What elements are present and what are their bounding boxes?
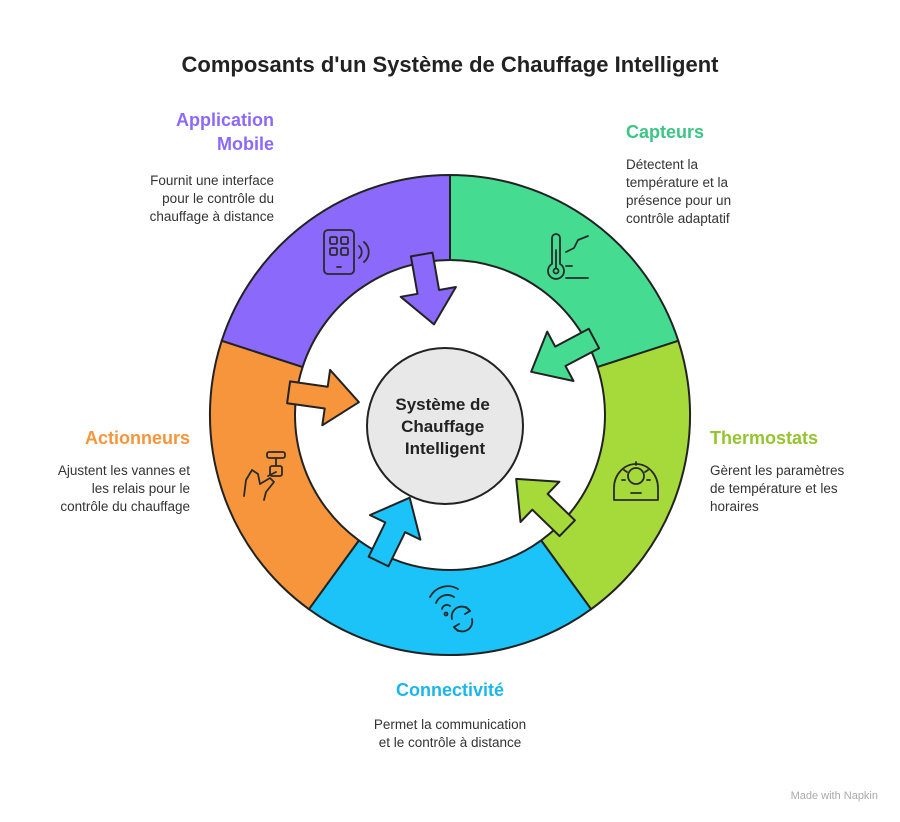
arrow-capteurs xyxy=(530,327,601,382)
desc-thermostats: Gèrent les paramètres de température et … xyxy=(710,463,845,514)
label-capteurs: Capteurs xyxy=(626,122,705,142)
center-circle xyxy=(366,347,524,505)
center-label: Système de Chauffage Intelligent xyxy=(395,395,494,458)
desc-application-mobile: Fournit une interface pour le contrôle d… xyxy=(149,173,274,224)
arrow-connectivite xyxy=(367,496,422,568)
segment-thermostats xyxy=(540,339,692,611)
footer-credit: Made with Napkin xyxy=(790,790,878,802)
label-application-mobile: Application Mobile xyxy=(120,108,274,156)
arrow-actionneurs xyxy=(286,368,360,427)
label-application-line-1: Application xyxy=(176,110,274,130)
label-connectivite: Connectivité xyxy=(395,680,505,700)
desc-connectivite: Permet la communication et le contrôle à… xyxy=(373,717,527,750)
arrow-application-mobile xyxy=(399,251,457,326)
valve-hand-icon xyxy=(243,451,286,501)
wifi-sync-icon xyxy=(429,585,474,633)
center-line-2: Chauffage xyxy=(401,417,484,436)
segment-connectivite xyxy=(307,539,593,657)
smartphone-icon xyxy=(323,229,370,275)
label-actionneurs: Actionneurs xyxy=(84,428,190,448)
segment-actionneurs xyxy=(208,339,360,611)
label-application-line-2: Mobile xyxy=(217,134,274,154)
desc-capteurs: Détectent la température et la présence … xyxy=(626,157,732,226)
desc-actionneurs: Ajustent les vannes et les relais pour l… xyxy=(57,463,190,514)
arrow-thermostats xyxy=(515,477,576,538)
center-line-3: Intelligent xyxy=(405,439,486,458)
thermometer-icon xyxy=(547,233,589,280)
thermostat-dial-icon xyxy=(613,461,659,501)
segment-application-mobile xyxy=(220,174,451,369)
center-line-1: Système de xyxy=(395,395,490,414)
diagram-title: Composants d'un Système de Chauffage Int… xyxy=(181,52,719,77)
label-thermostats: Thermostats xyxy=(710,428,819,448)
